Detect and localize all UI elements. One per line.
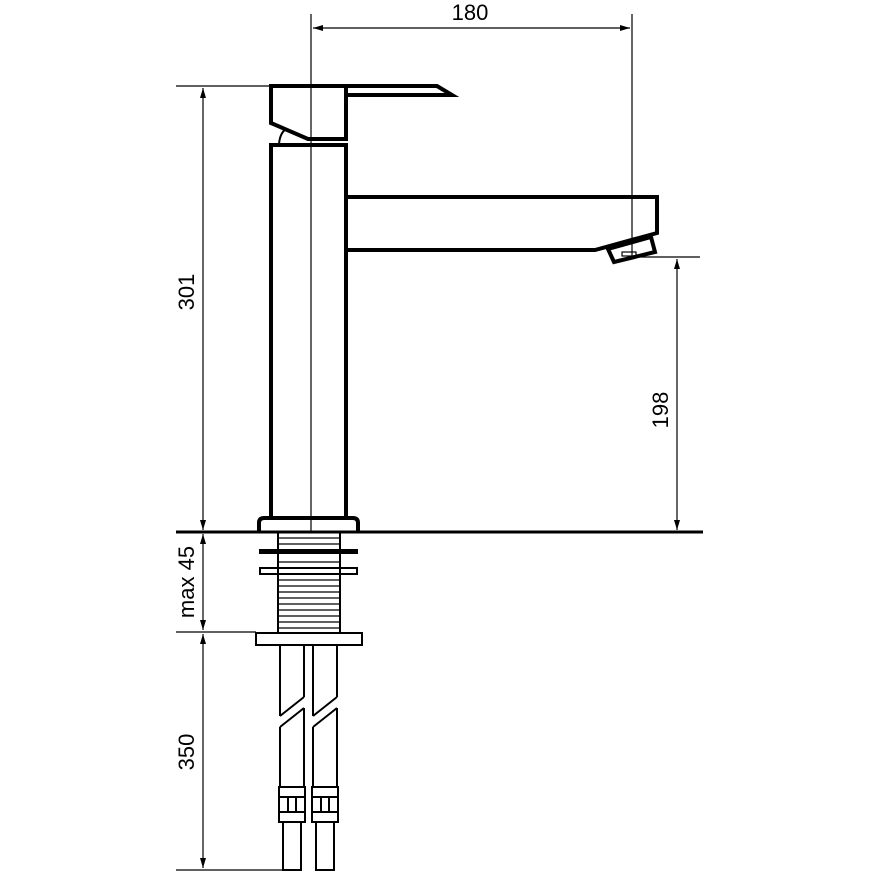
washer (259, 549, 358, 554)
hose-connector (278, 786, 306, 823)
spout (346, 195, 659, 252)
hose-tail (315, 822, 335, 871)
dimension-label: 180 (452, 0, 489, 25)
body (269, 143, 348, 520)
faucet (176, 84, 703, 534)
dimension-total-height: 301 (174, 88, 206, 530)
dimension-label: 350 (174, 734, 199, 771)
dimension-spout-reach: 180 (313, 0, 630, 31)
dimension-label: 301 (174, 274, 199, 311)
handle (269, 84, 348, 141)
dimension-spout-height: 198 (648, 259, 680, 530)
hose-tail (282, 822, 302, 871)
dimension-deck-thickness: max 45 (174, 534, 206, 630)
hose (279, 645, 305, 787)
extension-lines (176, 14, 700, 871)
aerator (605, 234, 658, 265)
mounting-nut (255, 632, 363, 646)
dimension-label: max 45 (174, 546, 199, 618)
dimension-hose-length: 350 (174, 634, 206, 868)
ring (259, 567, 358, 575)
base-flange (257, 516, 360, 532)
hose (312, 645, 338, 787)
dimension-label: 198 (648, 392, 673, 429)
supply-hoses (278, 645, 339, 871)
hose-connector (311, 786, 339, 823)
lever (346, 84, 460, 97)
threaded-shank (255, 533, 363, 646)
